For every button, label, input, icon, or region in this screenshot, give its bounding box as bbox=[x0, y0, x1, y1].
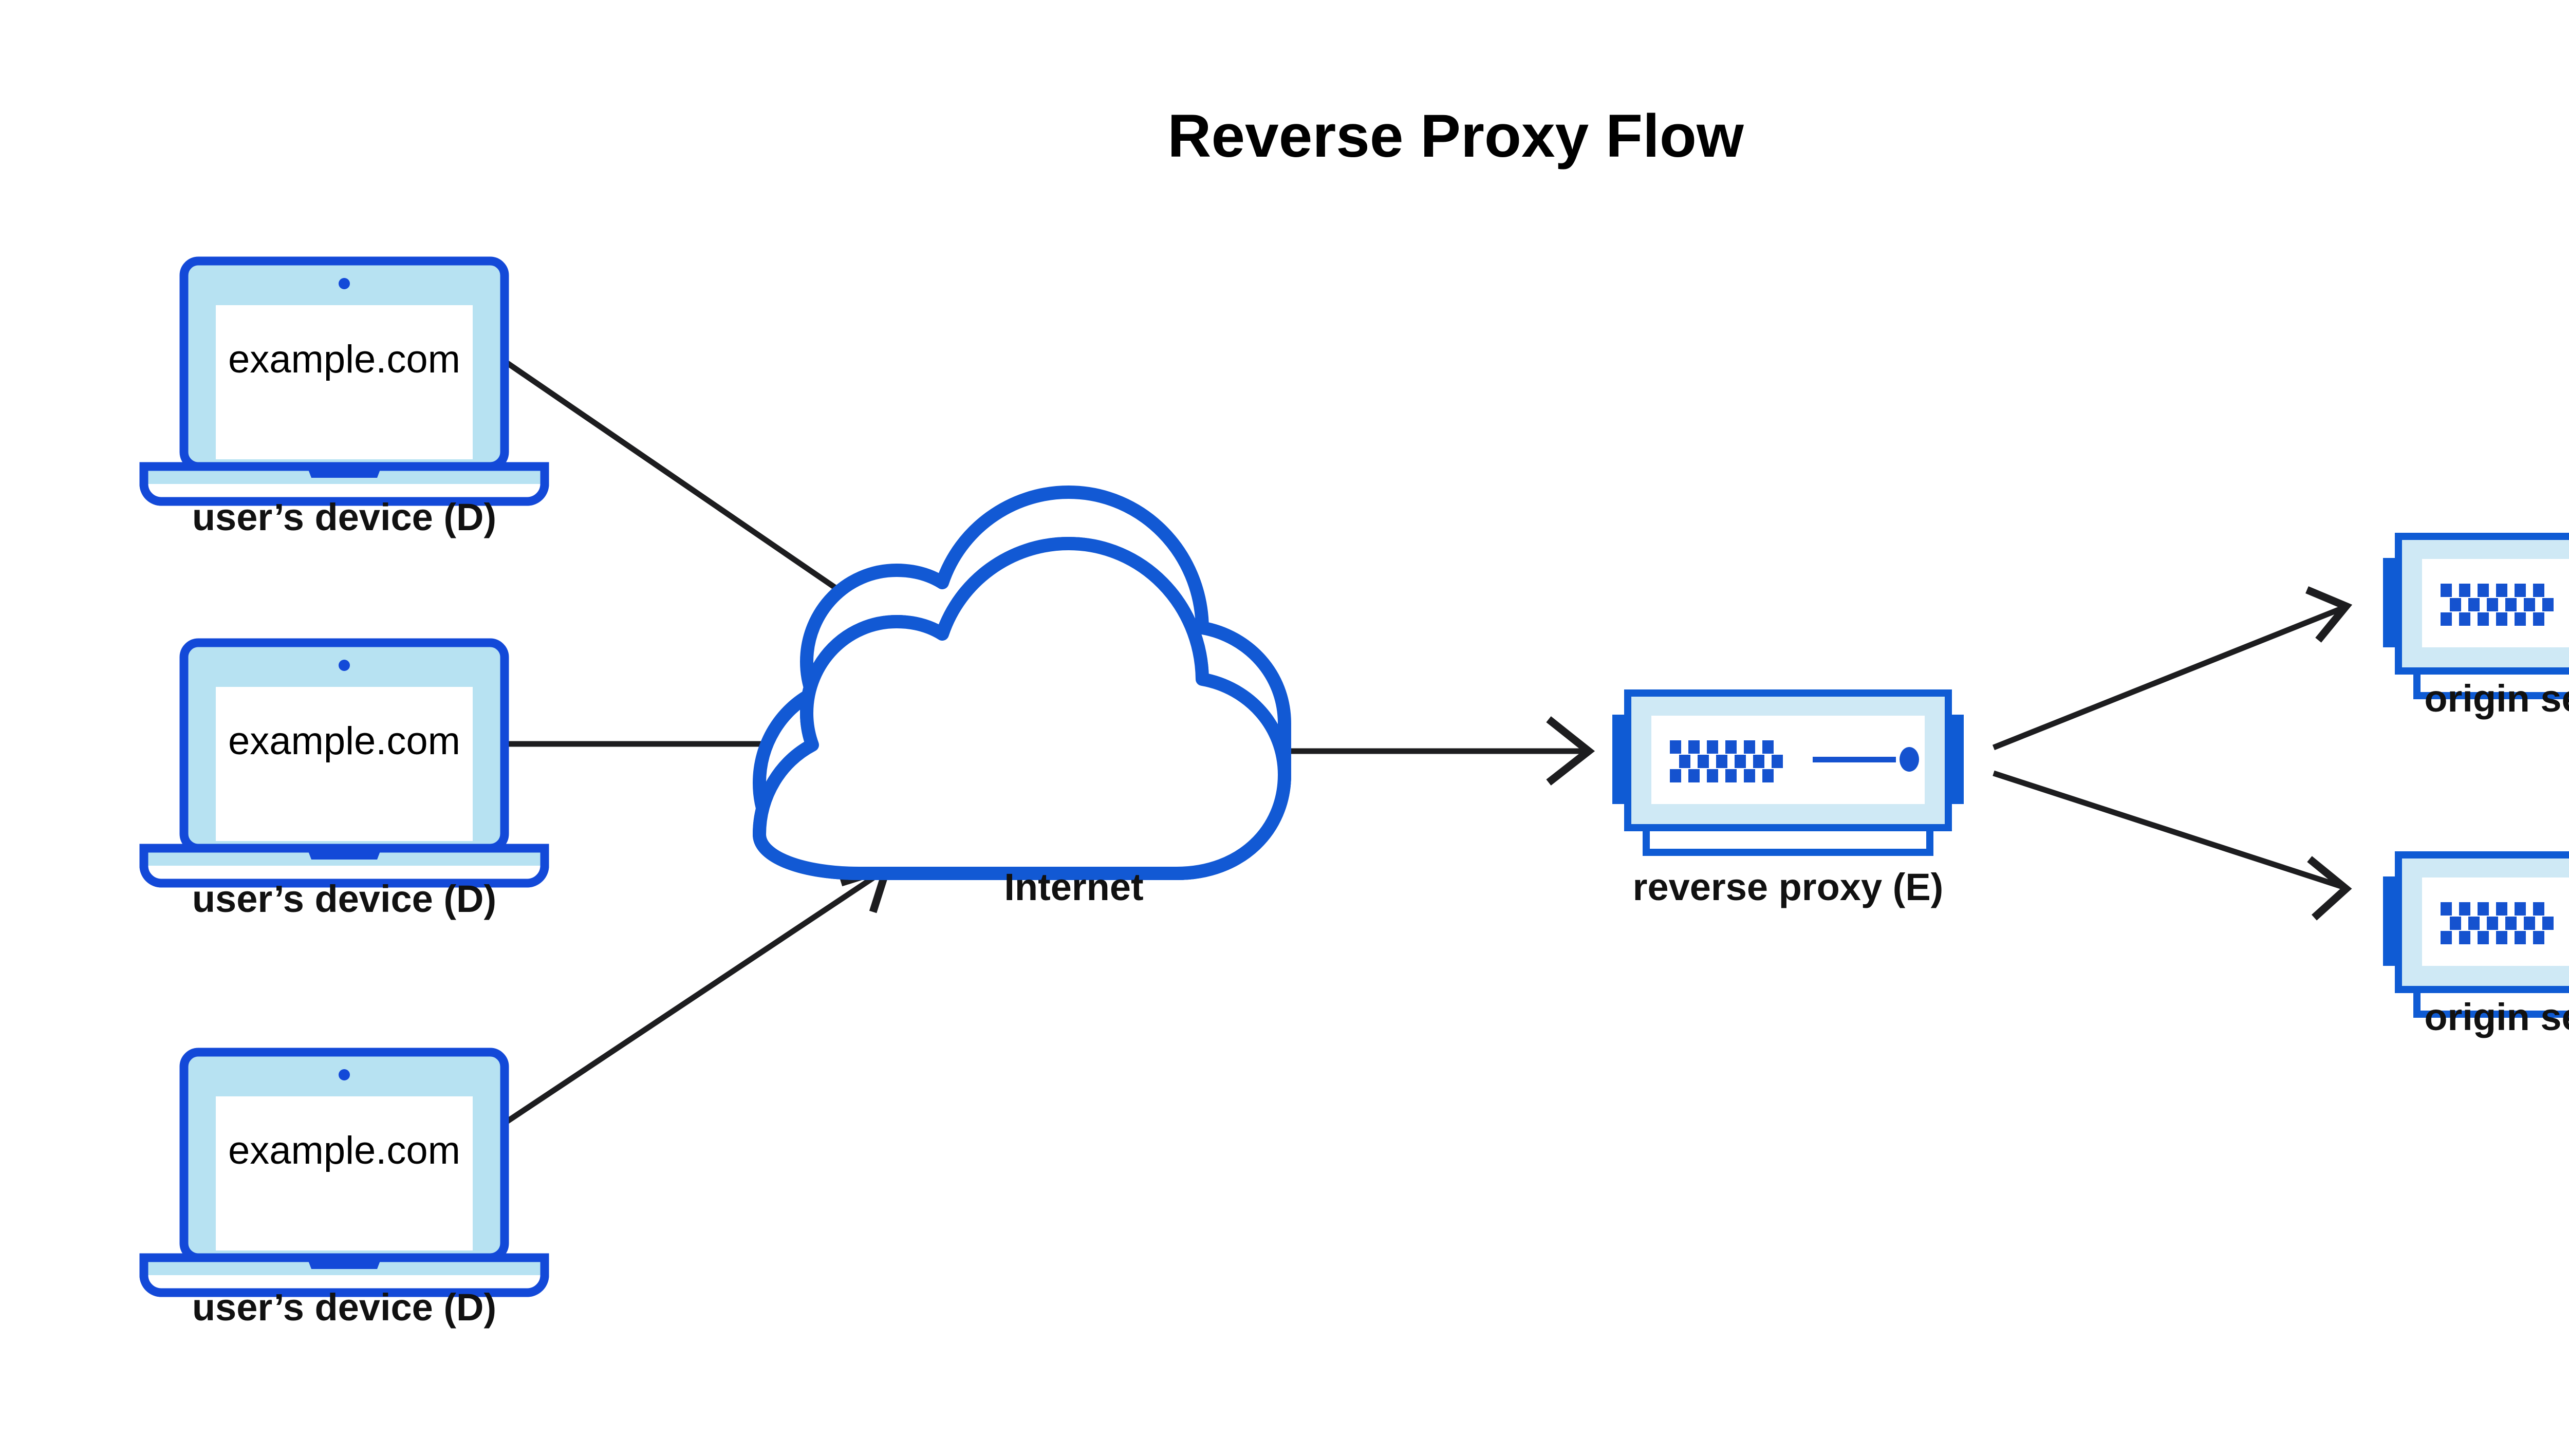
origin-server-bottom-label: origin server (F) bbox=[2424, 996, 2569, 1038]
reverse-proxy-label: reverse proxy (E) bbox=[1633, 866, 1944, 908]
device-top-label: user’s device (D) bbox=[192, 496, 496, 538]
device-screen-text: example.com bbox=[228, 338, 460, 381]
node-internet[interactable]: Internet bbox=[753, 486, 1291, 908]
edge-internet-to-reverse-proxy bbox=[1233, 716, 1595, 786]
laptop-icon bbox=[144, 1052, 545, 1293]
edge-proxy-to-origin-bottom bbox=[1993, 770, 2352, 921]
node-device-middle[interactable]: example.com user’s device (D) bbox=[144, 643, 545, 920]
laptop-icon bbox=[144, 261, 545, 501]
device-bottom-label: user’s device (D) bbox=[192, 1286, 496, 1329]
node-device-bottom[interactable]: example.com user’s device (D) bbox=[144, 1052, 545, 1329]
edge-device-bottom-to-internet bbox=[499, 862, 893, 1128]
internet-label: Internet bbox=[1004, 866, 1143, 908]
edge-device-top-to-internet bbox=[504, 360, 891, 629]
device-screen-text: example.com bbox=[228, 1129, 460, 1172]
server-icon bbox=[1612, 693, 1964, 852]
server-icon bbox=[2383, 536, 2569, 696]
server-icon bbox=[2383, 855, 2569, 1014]
origin-server-top-label: origin server (F) bbox=[2424, 677, 2569, 720]
cloud-icon bbox=[753, 486, 1291, 880]
node-device-top[interactable]: example.com user’s device (D) bbox=[144, 261, 545, 538]
edge-proxy-to-origin-top bbox=[1992, 586, 2353, 751]
node-origin-server-top[interactable]: origin server (F) bbox=[2383, 536, 2569, 720]
node-origin-server-bottom[interactable]: origin server (F) bbox=[2383, 855, 2569, 1038]
device-screen-text: example.com bbox=[228, 719, 460, 763]
node-reverse-proxy[interactable]: reverse proxy (E) bbox=[1612, 693, 1964, 908]
laptop-icon bbox=[144, 643, 545, 883]
device-middle-label: user’s device (D) bbox=[192, 878, 496, 920]
page-title: Reverse Proxy Flow bbox=[1167, 102, 1744, 170]
